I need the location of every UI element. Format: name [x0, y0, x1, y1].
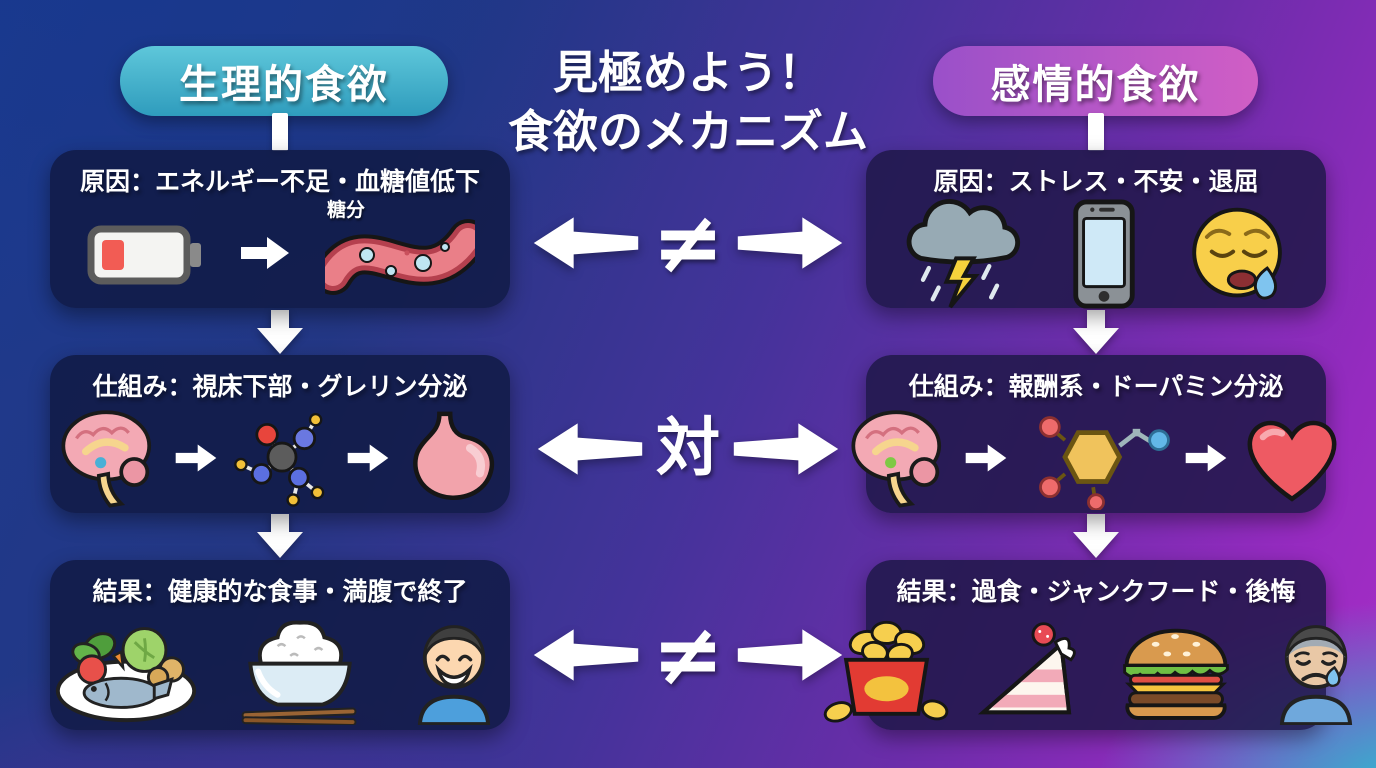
smartphone-icon: [1060, 198, 1148, 310]
low-battery-icon: [85, 213, 205, 293]
box-label: 結果：健康的な食事・満腹で終了: [92, 577, 468, 606]
not-equal-symbol: ≠: [651, 193, 725, 293]
left-arrow-icon: [533, 629, 639, 681]
rice-bowl-icon: [235, 613, 365, 725]
weary-face-icon: [1182, 198, 1297, 310]
right-arrow-icon: [737, 629, 843, 681]
right-arrow-icon: [964, 440, 1008, 476]
right-header-connector: [1088, 113, 1104, 151]
emotional-mechanism-box: 仕組み：報酬系・ドーパミン分泌: [851, 355, 1337, 513]
ghrelin-molecule-icon: [226, 406, 338, 510]
blood-vessel-icon: 糖分: [325, 199, 475, 306]
right-arrow-icon: [733, 423, 839, 475]
relation-row-1: ≠: [505, 200, 871, 286]
cake-slice-icon: [973, 613, 1091, 725]
stomach-icon: [398, 408, 506, 508]
relation-row-3: ≠: [505, 612, 871, 698]
title-line-1: 見極めよう！: [552, 46, 823, 99]
emotional-result-box: 結果：過食・ジャンクフード・後悔: [823, 560, 1353, 730]
box-label: 原因：ストレス・不安・退屈: [933, 167, 1259, 196]
left-arrow-icon: [537, 423, 643, 475]
box-label: 仕組み：報酬系・ドーパミン分泌: [908, 372, 1284, 401]
regret-person-icon: [1261, 613, 1371, 725]
physiological-cause-box: 原因：エネルギー不足・血糖値低下 糖分: [50, 150, 510, 308]
brain-icon: [54, 406, 166, 510]
title-line-2: 食欲のメカニズム: [507, 104, 868, 158]
poster-title: 見極めよう！ 食欲のメカニズム: [500, 44, 876, 161]
brain-icon: [844, 406, 956, 510]
box-label: 仕組み：視床下部・グレリン分泌: [92, 372, 468, 401]
relation-row-2: 対: [505, 406, 871, 492]
heart-icon: [1236, 408, 1348, 508]
left-arrow-icon: [533, 217, 639, 269]
healthy-meal-icon: [51, 613, 201, 725]
happy-person-icon: [399, 613, 509, 725]
physiological-mechanism-box: 仕組み：視床下部・グレリン分泌: [50, 355, 510, 513]
burger-icon: [1113, 613, 1239, 725]
sugar-annotation: 糖分: [327, 198, 366, 221]
down-arrow-icon: [1073, 514, 1119, 558]
left-column-header: 生理的食欲: [120, 46, 448, 116]
not-equal-symbol: ≠: [651, 605, 725, 705]
dopamine-molecule-icon: [1016, 406, 1176, 510]
down-arrow-icon: [1073, 310, 1119, 354]
left-header-connector: [272, 113, 288, 151]
emotional-cause-box: 原因：ストレス・不安・退屈: [866, 150, 1326, 310]
physiological-result-box: 結果：健康的な食事・満腹で終了: [50, 560, 510, 730]
box-label: 原因：エネルギー不足・血糖値低下: [79, 167, 480, 196]
box-label: 結果：過食・ジャンクフード・後悔: [896, 577, 1296, 606]
right-column-header: 感情的食欲: [933, 46, 1258, 116]
left-header-label: 生理的食欲: [179, 62, 389, 108]
right-arrow-icon: [737, 217, 843, 269]
right-arrow-icon: [239, 233, 291, 273]
down-arrow-icon: [257, 514, 303, 558]
versus-symbol: 対: [656, 412, 720, 486]
right-arrow-icon: [346, 440, 390, 476]
right-header-label: 感情的食欲: [990, 62, 1201, 108]
snack-bucket-icon: [821, 613, 951, 725]
right-arrow-icon: [174, 440, 218, 476]
down-arrow-icon: [257, 310, 303, 354]
right-arrow-icon: [1184, 440, 1228, 476]
storm-cloud-icon: [896, 198, 1026, 310]
